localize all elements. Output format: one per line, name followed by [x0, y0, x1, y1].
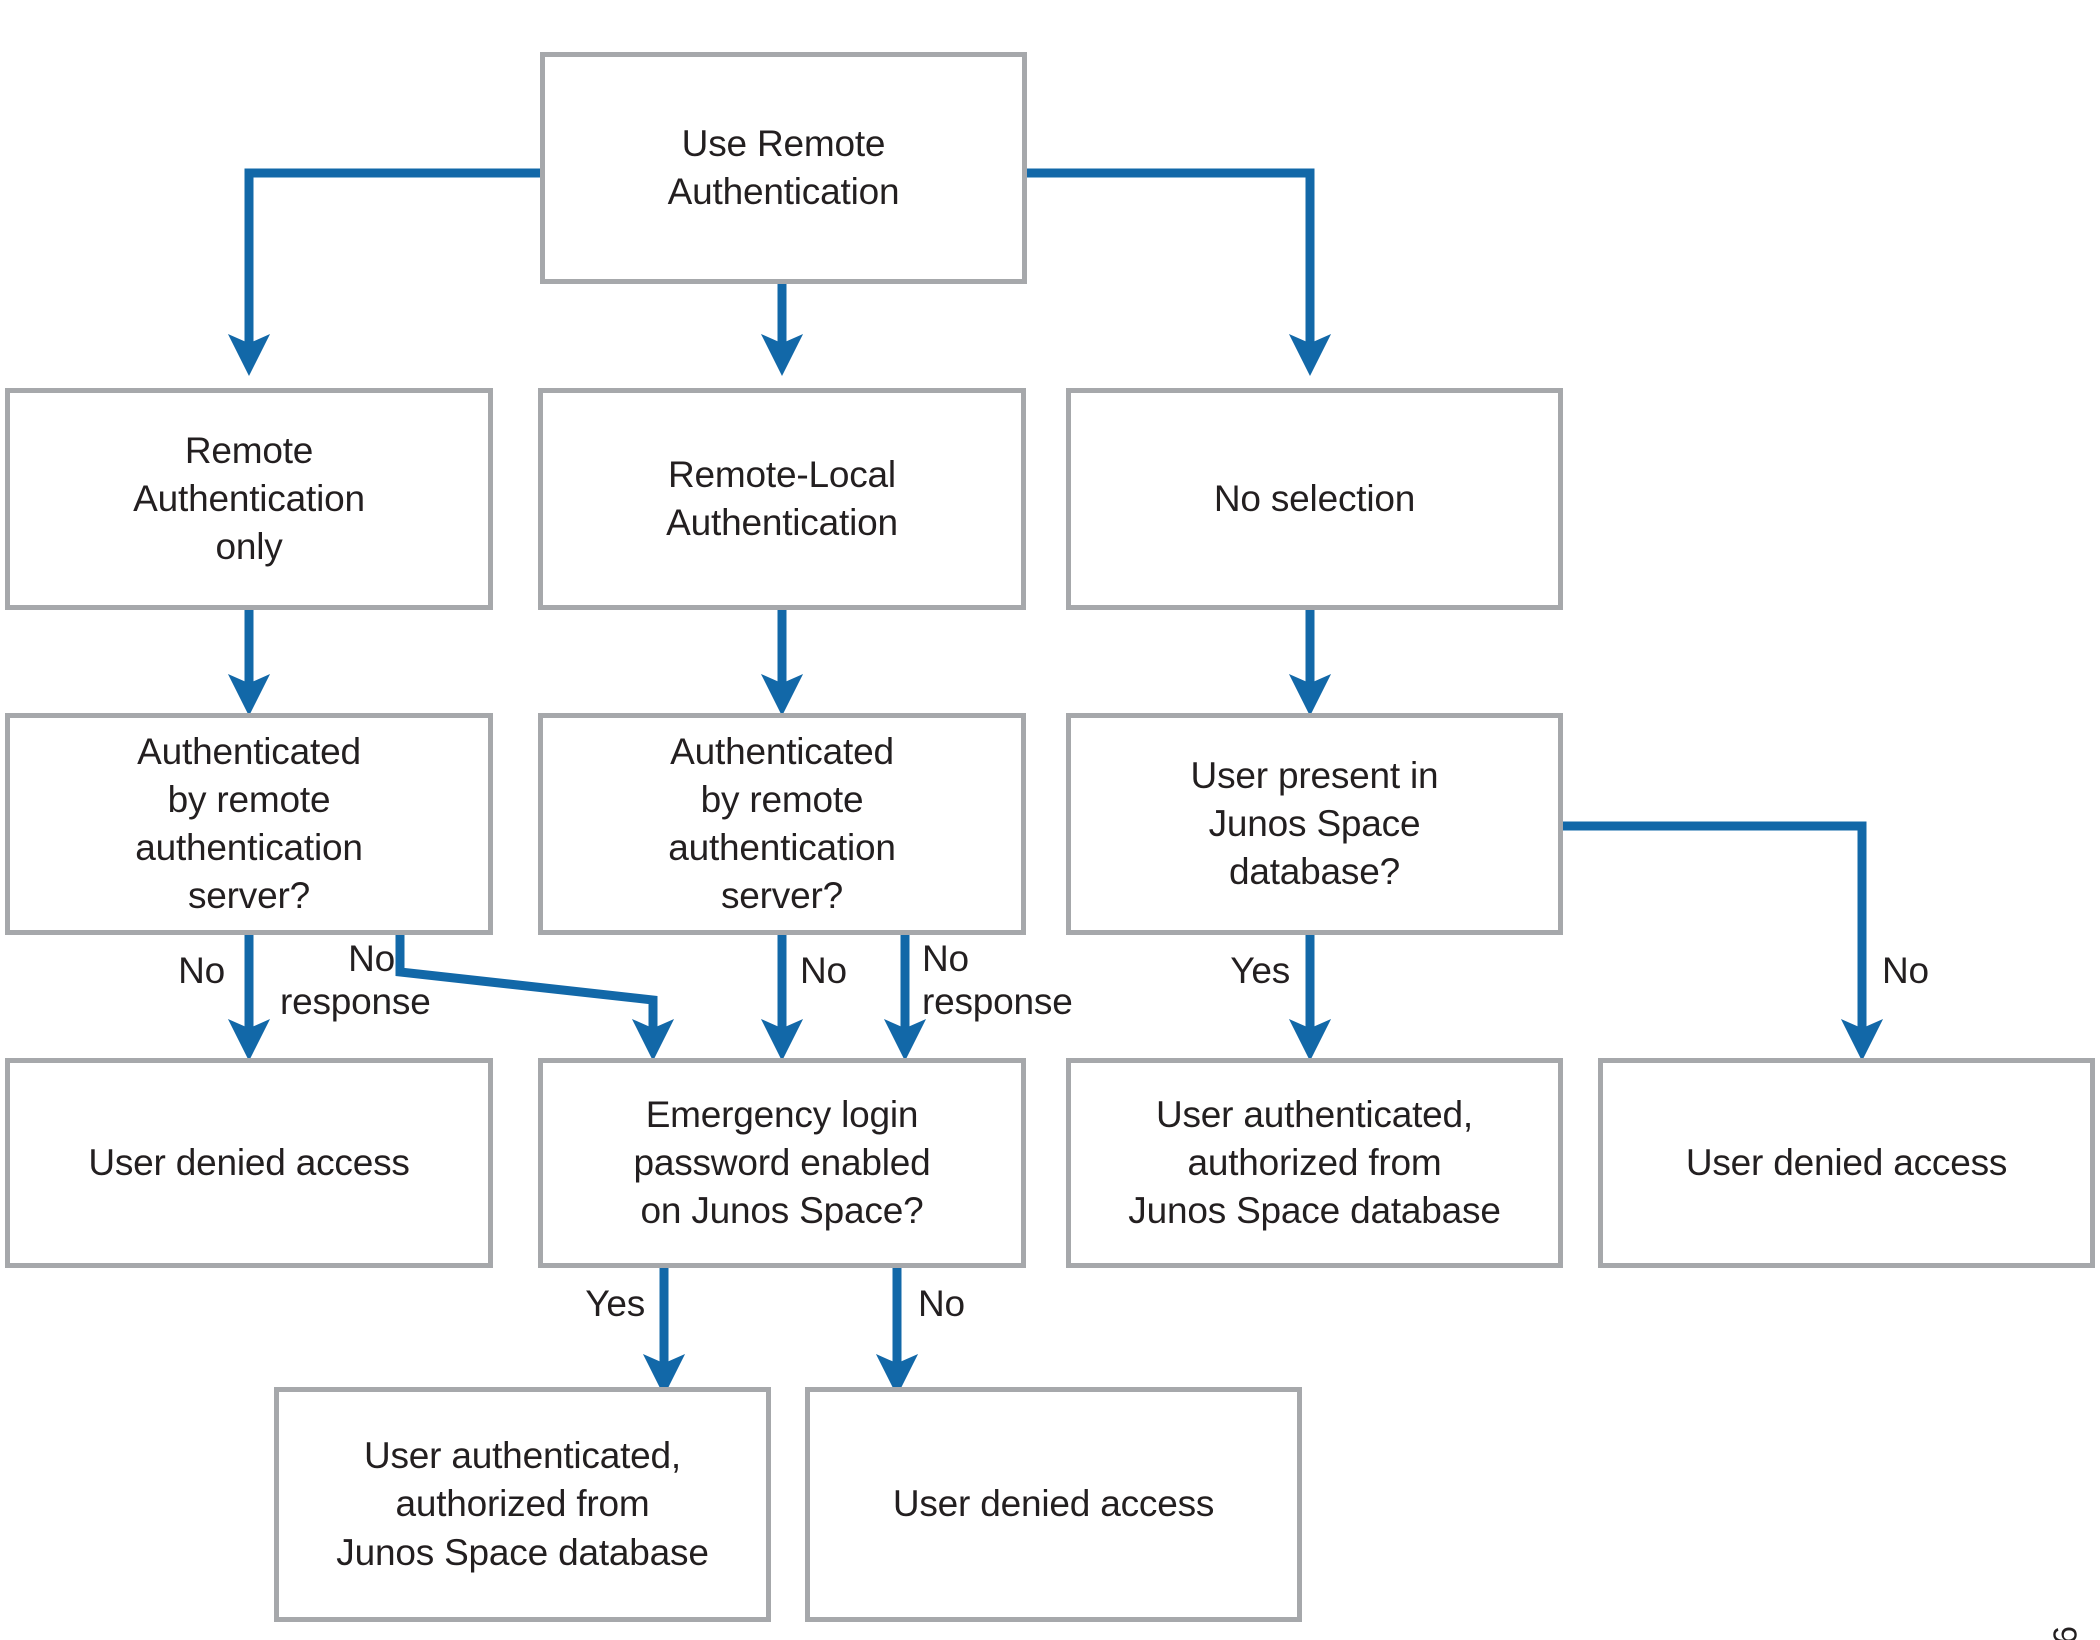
node-label: User authenticated, authorized from Juno… [336, 1435, 709, 1573]
node-label: Use Remote Authentication [667, 122, 900, 212]
node-label: Emergency login password enabled on Juno… [633, 1093, 931, 1232]
edge-label-no-response-left: No response [280, 938, 431, 1022]
node-user-denied-access-left[interactable]: User denied access [5, 1058, 493, 1268]
edge-use-remote-to-remote-only [227, 168, 540, 377]
node-no-selection[interactable]: No selection [1066, 388, 1563, 610]
node-emergency-login-password[interactable]: Emergency login password enabled on Juno… [538, 1058, 1026, 1268]
edge-use-remote-to-no-selection [1026, 168, 1332, 377]
node-remote-authentication-only[interactable]: Remote Authentication only [5, 388, 493, 610]
node-authenticated-remote-server-left[interactable]: Authenticated by remote authentication s… [5, 713, 493, 935]
edge-label-no-emergency-login: No [918, 1283, 965, 1324]
node-remote-local-authentication[interactable]: Remote-Local Authentication [538, 388, 1026, 610]
node-label: No selection [1213, 477, 1416, 519]
edge-label-no-response-middle: No response [922, 938, 1073, 1022]
figure-id-watermark: g042216 [2046, 1626, 2084, 1640]
edge-auth-left-noresponse-to-emergency [395, 935, 675, 1062]
edge-user-present-no-to-denied [1563, 821, 1884, 1062]
node-label: Authenticated by remote authentication s… [135, 730, 363, 917]
edge-label-yes-junos-space-database: Yes [1230, 950, 1290, 991]
node-label: Authenticated by remote authentication s… [668, 730, 896, 917]
edge-label-no-junos-space-database: No [1882, 950, 1929, 991]
node-user-authenticated-authorized-bottom[interactable]: User authenticated, authorized from Juno… [274, 1387, 771, 1622]
node-label: User authenticated, authorized from Juno… [1128, 1093, 1501, 1232]
node-label: User denied access [892, 1483, 1215, 1525]
node-user-denied-access-far-right[interactable]: User denied access [1598, 1058, 2095, 1268]
edge-label-no-left: No [178, 950, 225, 991]
node-label: User denied access [1685, 1141, 2008, 1183]
node-user-authenticated-authorized-right[interactable]: User authenticated, authorized from Juno… [1066, 1058, 1563, 1268]
node-label: Remote Authentication only [133, 429, 365, 568]
node-user-denied-access-bottom[interactable]: User denied access [805, 1387, 1302, 1622]
edge-label-yes-emergency-login: Yes [585, 1283, 645, 1324]
node-label: Remote-Local Authentication [666, 453, 898, 543]
node-label: User denied access [88, 1141, 410, 1183]
edge-label-no-middle: No [800, 950, 847, 991]
node-label: User present in Junos Space database? [1190, 754, 1439, 893]
node-authenticated-remote-server-middle[interactable]: Authenticated by remote authentication s… [538, 713, 1026, 935]
node-use-remote-authentication[interactable]: Use Remote Authentication [540, 52, 1027, 284]
node-user-present-junos-space-database[interactable]: User present in Junos Space database? [1066, 713, 1563, 935]
